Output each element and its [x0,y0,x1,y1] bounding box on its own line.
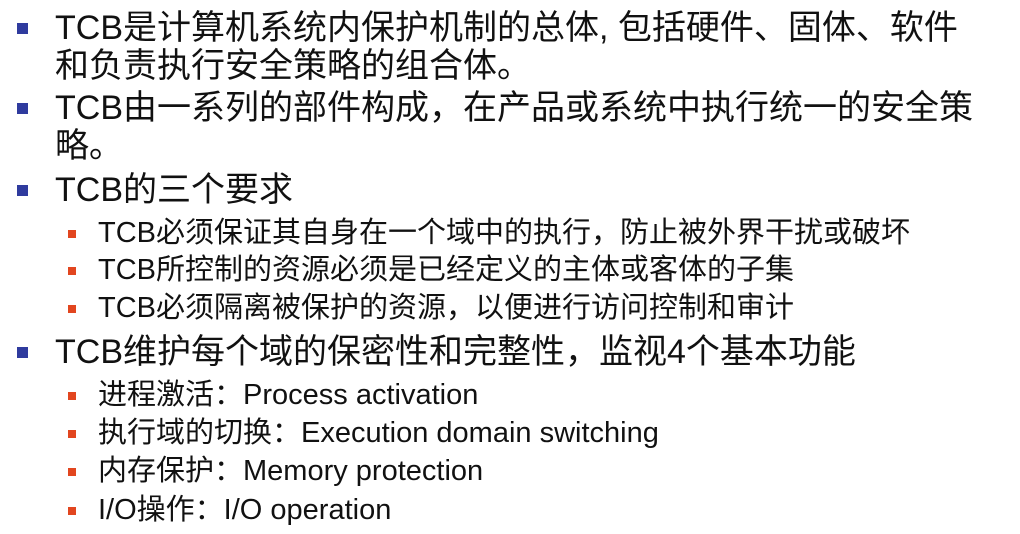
square-bullet-icon [17,347,28,358]
bullet-text-line: 略。 [55,127,123,165]
sub-bullet-item: TCB必须保证其自身在一个域中的执行，防止被外界干扰或破坏 [0,214,910,252]
bullet-text: TCB是计算机系统内保护机制的总体, 包括硬件、固体、软件 和负责执行安全策略的… [55,9,958,85]
sub-bullet-item: 执行域的切换：Execution domain switching [0,414,659,452]
bullet-text-line: TCB由一系列的部件构成，在产品或系统中执行统一的安全策 [55,89,973,127]
sub-bullet-item: I/O操作：I/O operation [0,491,391,529]
bullet-item: TCB是计算机系统内保护机制的总体, 包括硬件、固体、软件 和负责执行安全策略的… [0,9,958,85]
bullet-item: TCB的三个要求 [0,171,293,209]
bullet-text-line: 和负责执行安全策略的组合体。 [55,47,531,85]
bullet-text-line: TCB的三个要求 [55,171,293,209]
square-sub-bullet-icon [68,267,76,275]
sub-bullet-text: TCB所控制的资源必须是已经定义的主体或客体的子集 [98,254,795,286]
square-sub-bullet-icon [68,230,76,238]
bullet-item: TCB由一系列的部件构成，在产品或系统中执行统一的安全策 略。 [0,89,973,165]
bullet-text: TCB维护每个域的保密性和完整性，监视4个基本功能 [55,333,856,371]
sub-bullet-text: 进程激活：Process activation [98,379,479,411]
sub-bullet-text: 执行域的切换：Execution domain switching [98,417,659,449]
sub-bullet-text: TCB必须隔离被保护的资源，以便进行访问控制和审计 [98,292,795,324]
sub-bullet-item: TCB必须隔离被保护的资源，以便进行访问控制和审计 [0,289,794,327]
square-sub-bullet-icon [68,468,76,476]
square-sub-bullet-icon [68,507,76,515]
sub-bullet-item: 内存保护：Memory protection [0,452,483,490]
bullet-item: TCB维护每个域的保密性和完整性，监视4个基本功能 [0,333,856,371]
square-sub-bullet-icon [68,392,76,400]
square-sub-bullet-icon [68,430,76,438]
bullet-text-line: TCB维护每个域的保密性和完整性，监视4个基本功能 [55,333,856,371]
bullet-text: TCB由一系列的部件构成，在产品或系统中执行统一的安全策 略。 [55,89,973,165]
square-bullet-icon [17,103,28,114]
sub-bullet-text: 内存保护：Memory protection [98,455,484,487]
square-bullet-icon [17,23,28,34]
bullet-text-line: TCB是计算机系统内保护机制的总体, 包括硬件、固体、软件 [55,9,958,47]
sub-bullet-item: TCB所控制的资源必须是已经定义的主体或客体的子集 [0,251,794,289]
sub-bullet-text: I/O操作：I/O operation [98,494,392,526]
square-sub-bullet-icon [68,305,76,313]
square-bullet-icon [17,185,28,196]
sub-bullet-text: TCB必须保证其自身在一个域中的执行，防止被外界干扰或破坏 [98,217,911,249]
bullet-text: TCB的三个要求 [55,171,293,209]
sub-bullet-item: 进程激活：Process activation [0,376,478,414]
